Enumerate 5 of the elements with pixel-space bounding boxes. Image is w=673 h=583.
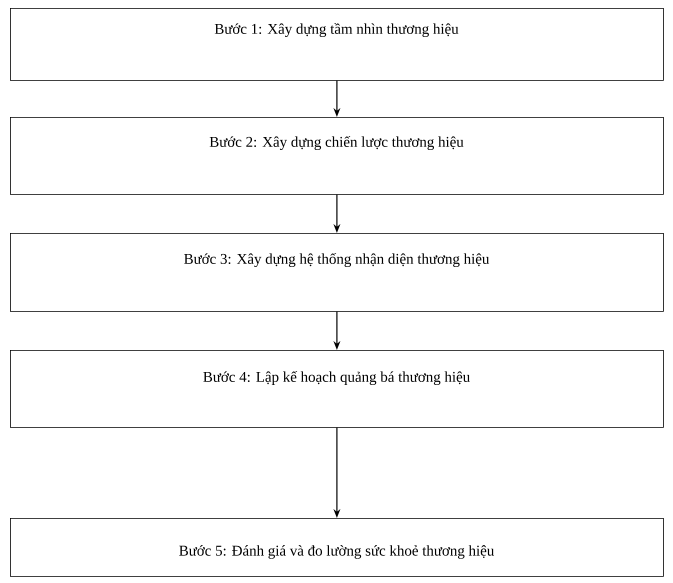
step-box: Bước 4: Lập kế hoạch quảng bá thương hiệu: [10, 350, 664, 428]
step-box: Bước 3: Xây dựng hệ thống nhận diện thương hiệu: [10, 232, 664, 312]
step-box: Bước 1: Xây dựng tầm nhìn thương hiệu: [10, 8, 664, 81]
step-box: Bước 5: Đánh giá và đo lường sức khoẻ thương hiệu: [10, 518, 664, 577]
step-box: Bước 2: Xây dựng chiến lược thương hiệu: [10, 117, 664, 195]
